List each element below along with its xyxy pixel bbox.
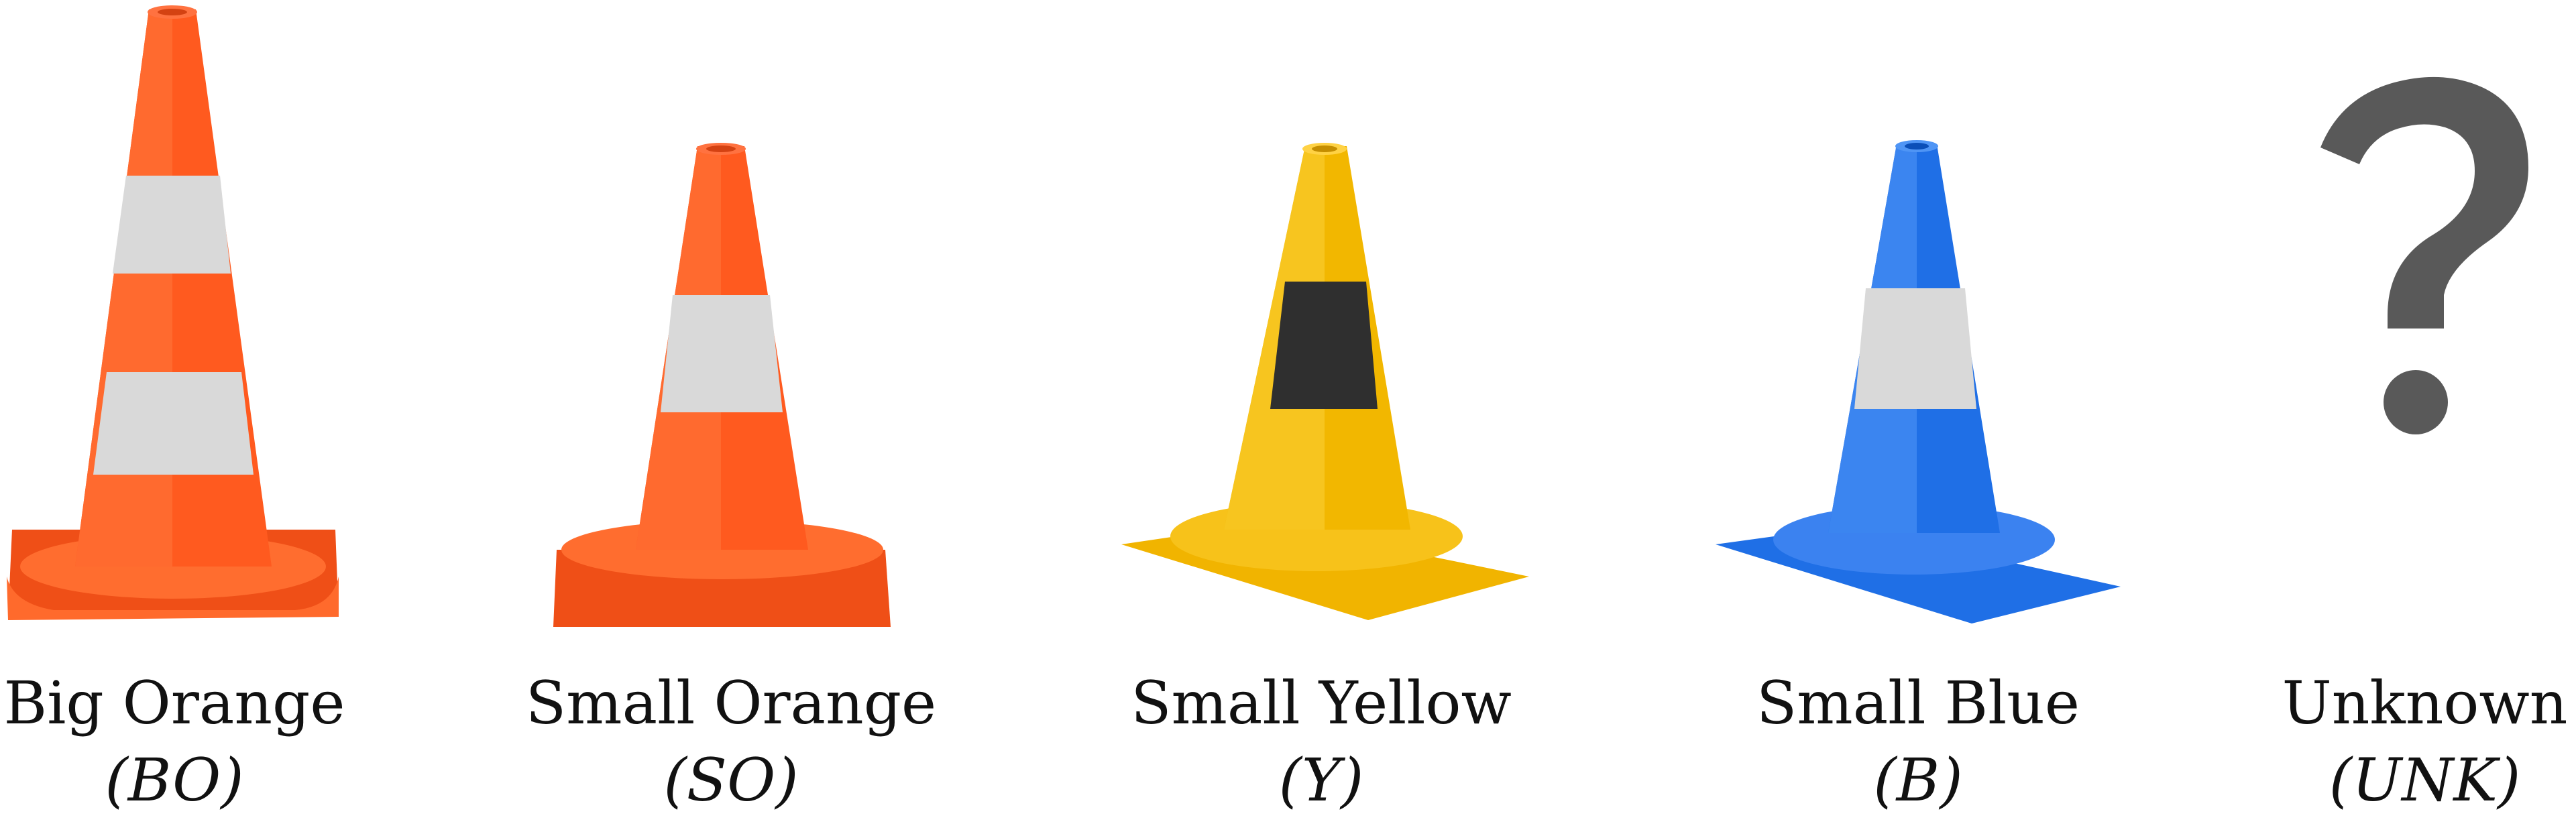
small-yellow-cone-icon	[1121, 143, 1529, 620]
class-code-label: (B)	[1873, 746, 1963, 815]
class-code-label: (SO)	[663, 746, 799, 815]
class-name-label: Unknown	[2282, 668, 2568, 737]
cone-class-small-blue: Small Blue (B)	[1703, 0, 2133, 834]
class-code-label: (UNK)	[2329, 746, 2521, 815]
cone-class-small-yellow: Small Yellow (Y)	[1100, 0, 1543, 834]
class-name-label: Big Orange	[3, 668, 345, 737]
small-blue-cone-icon	[1716, 140, 2121, 623]
class-code-label: (Y)	[1278, 746, 1364, 815]
cone-class-unknown: Unknown (UNK)	[2274, 0, 2576, 834]
class-code-label: (BO)	[105, 746, 244, 815]
class-name-label: Small Orange	[525, 668, 937, 737]
cone-class-small-orange: Small Orange (SO)	[523, 0, 939, 834]
class-name-label: Small Blue	[1756, 668, 2080, 737]
big-orange-cone-icon	[7, 5, 339, 620]
small-orange-cone-icon	[553, 143, 891, 627]
question-mark-icon	[2320, 76, 2528, 434]
class-name-label: Small Yellow	[1131, 668, 1512, 737]
cone-class-big-orange: Big Orange (BO)	[0, 0, 349, 834]
